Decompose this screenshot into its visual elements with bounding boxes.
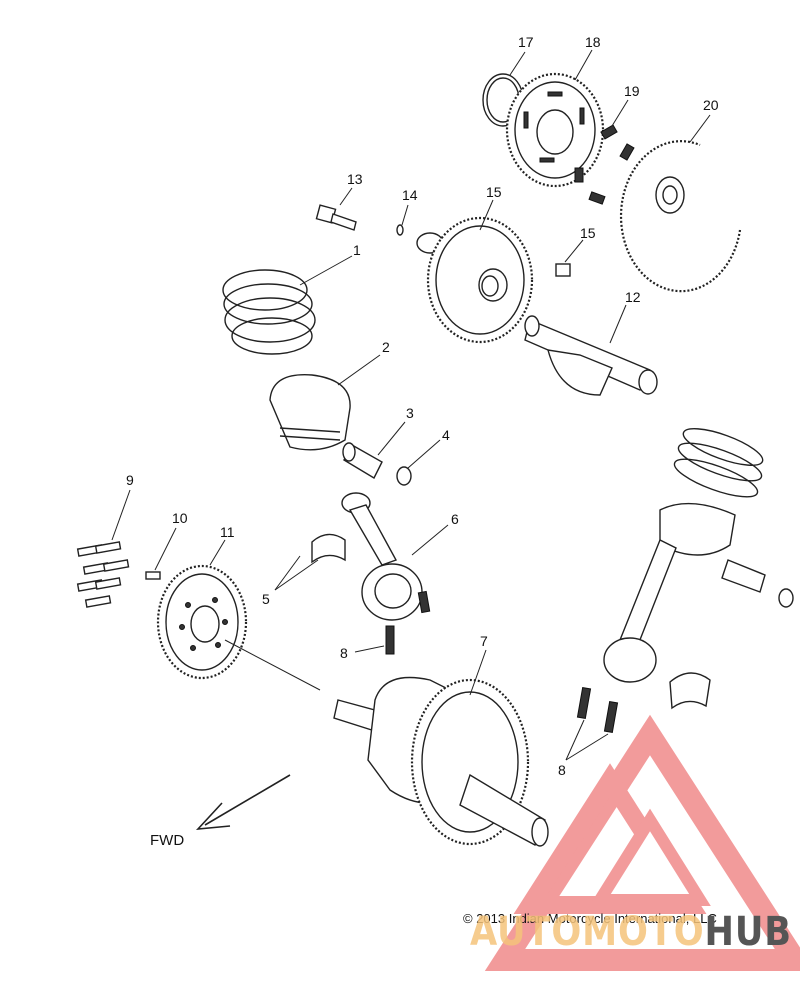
copyright-text: © 2013 Indian Motorcycle International, … <box>463 911 717 926</box>
crankshaft-part <box>333 676 549 847</box>
rod-bolt-part <box>385 625 395 655</box>
callout-8-middle: 8 <box>340 645 348 661</box>
bolt-set-part <box>76 541 130 608</box>
callout-4: 4 <box>442 427 450 443</box>
balance-shaft-part <box>524 315 658 396</box>
rear-rod-bolt-part <box>576 686 619 734</box>
watermark-logo-icon <box>484 714 800 971</box>
watermark-part1: AUTOMOTO <box>470 909 705 955</box>
callout-17: 17 <box>518 34 534 50</box>
drive-gear-part <box>416 216 534 344</box>
piston-part <box>269 374 351 451</box>
washer-part <box>396 224 404 236</box>
callout-6: 6 <box>451 511 459 527</box>
watermark-text: AUTOMOTOHUB <box>470 909 792 955</box>
callout-13: 13 <box>347 171 363 187</box>
callout-10: 10 <box>172 510 188 526</box>
callout-5: 5 <box>262 591 270 607</box>
callout-9: 9 <box>126 472 134 488</box>
callout-20: 20 <box>703 97 719 113</box>
callout-11: 11 <box>220 524 235 540</box>
forward-arrow-icon <box>195 774 291 830</box>
piston-pin-part <box>342 442 383 479</box>
flywheel-gear-part <box>156 564 248 680</box>
dowel-pin-part <box>145 571 161 580</box>
bolt-part <box>315 204 357 231</box>
callout-15b: 15 <box>580 225 596 241</box>
balance-gear-part <box>505 72 605 188</box>
spring-part <box>574 124 635 205</box>
direction-label: FWD <box>150 832 184 849</box>
callout-2: 2 <box>382 339 390 355</box>
pin-clip-part <box>396 466 412 486</box>
callout-19: 19 <box>624 83 640 99</box>
small-nut-part <box>555 263 571 277</box>
scissor-gear-part <box>619 140 742 293</box>
callout-14: 14 <box>402 187 418 203</box>
connecting-rod-part <box>341 492 431 621</box>
watermark-part2: HUB <box>705 909 792 955</box>
callout-15: 15 <box>486 184 502 200</box>
callout-18: 18 <box>585 34 601 50</box>
callout-7: 7 <box>480 633 488 649</box>
callout-8-right: 8 <box>558 762 566 778</box>
bearing-shell-part <box>311 533 346 564</box>
callout-3: 3 <box>406 405 414 421</box>
piston-rings-part <box>222 269 316 355</box>
callout-1: 1 <box>353 242 361 258</box>
callout-12: 12 <box>625 289 641 305</box>
rear-piston-assembly-part <box>603 428 794 710</box>
